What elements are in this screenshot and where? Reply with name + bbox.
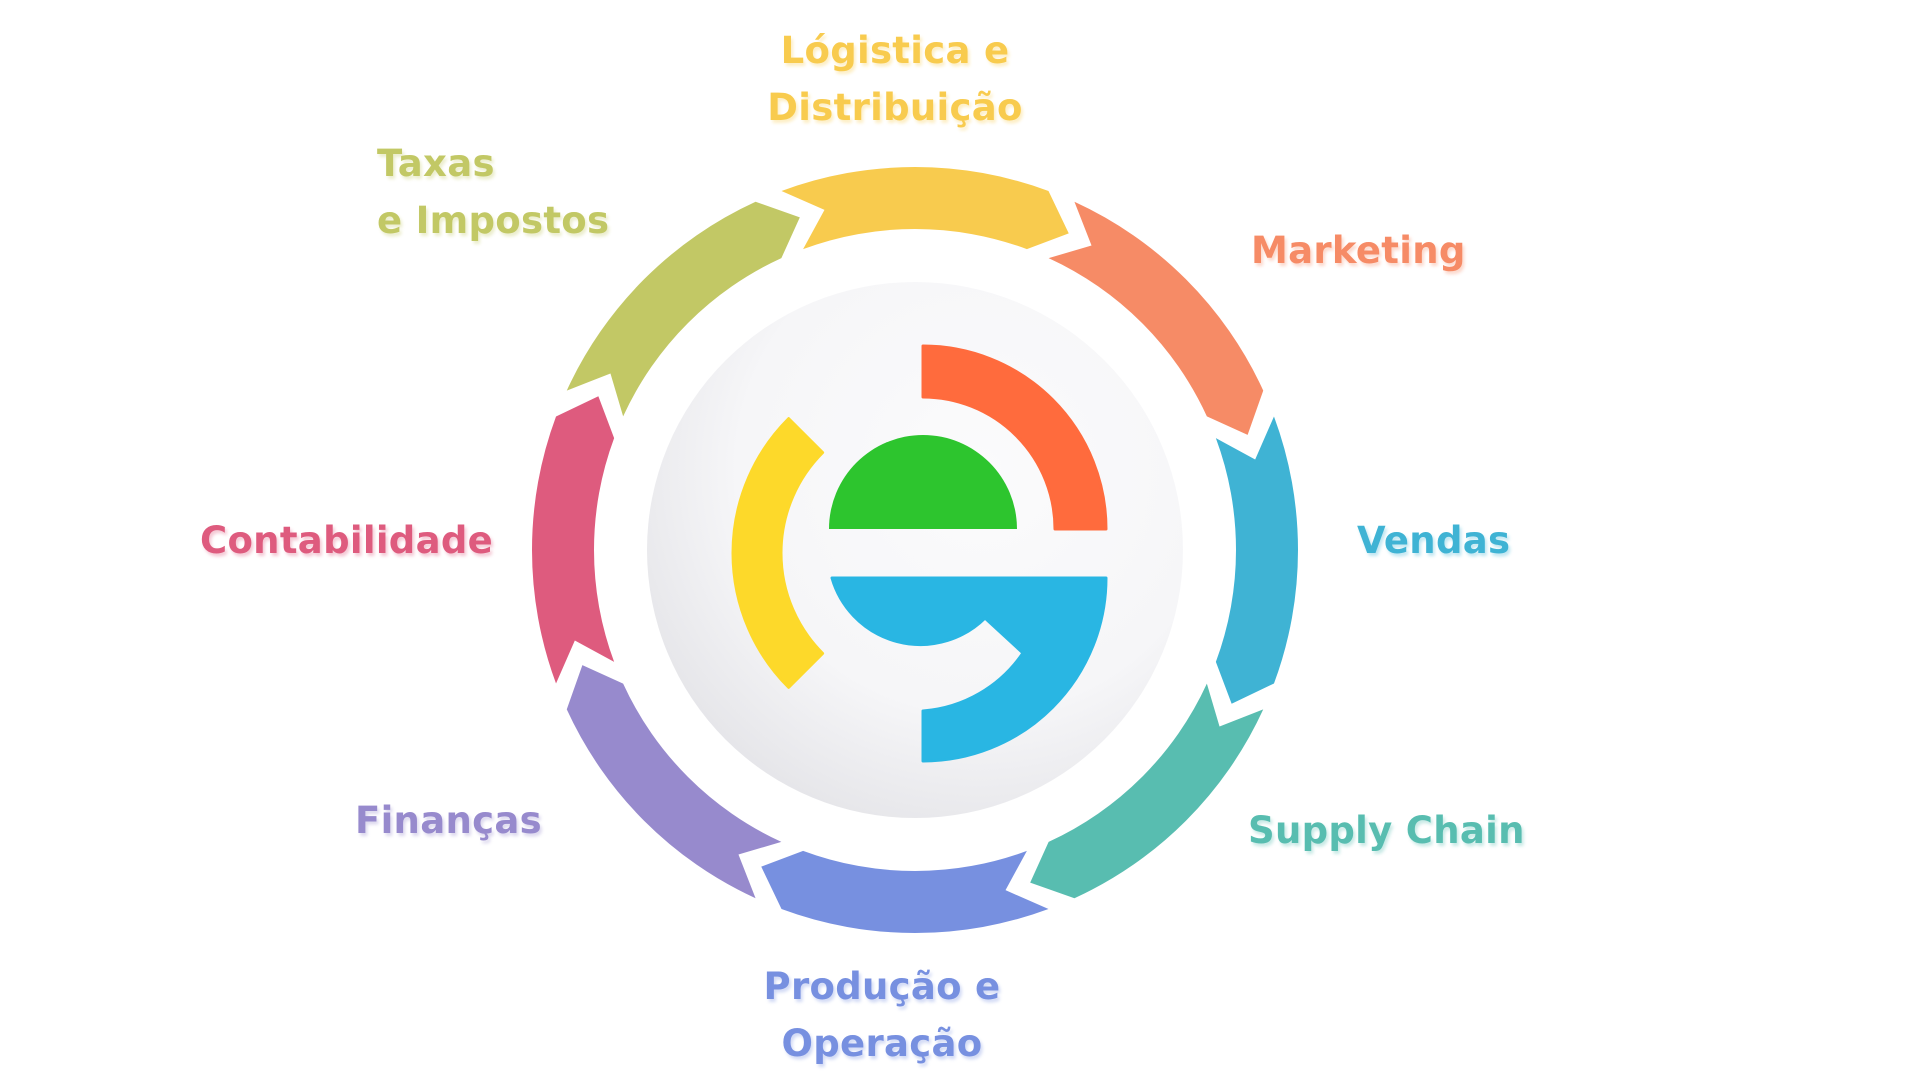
label-line: Lógistica e — [780, 29, 1010, 72]
label-line: Distribuição — [767, 86, 1023, 129]
segment-ring — [532, 167, 1298, 933]
segment-arrow-marketing — [1048, 201, 1264, 435]
label-marketing: Marketing — [1251, 222, 1466, 279]
center-disk — [647, 282, 1183, 818]
label-line: Taxas — [377, 142, 495, 185]
segment-arrow-logistica — [781, 167, 1069, 250]
label-vendas: Vendas — [1357, 512, 1510, 569]
segment-arrow-producao — [761, 850, 1049, 933]
logo-blue-hook — [830, 576, 1108, 763]
label-taxas: Taxas e Impostos — [377, 135, 609, 249]
label-line: e Impostos — [377, 199, 610, 242]
label-line: Finanças — [355, 799, 542, 842]
label-line: Marketing — [1251, 229, 1466, 272]
label-line: Supply Chain — [1248, 809, 1525, 852]
e-logo-icon — [731, 344, 1108, 763]
label-financas: Finanças — [355, 792, 542, 849]
label-line: Operação — [781, 1022, 983, 1065]
label-supply-chain: Supply Chain — [1248, 802, 1525, 859]
label-line: Vendas — [1357, 519, 1511, 562]
logo-green-half — [829, 435, 1017, 529]
label-producao: Produção e Operação — [712, 958, 1052, 1072]
label-line: Produção e — [763, 965, 1001, 1008]
logo-yellow-arc — [731, 417, 825, 689]
segment-arrow-contabilidade — [532, 396, 615, 684]
logo-orange-arc — [921, 344, 1108, 531]
segment-arrow-supply-chain — [1030, 683, 1264, 899]
label-logistica: Lógistica e Distribuição — [725, 22, 1065, 136]
segment-arrow-vendas — [1215, 416, 1298, 704]
segment-arrow-financas — [566, 665, 782, 899]
label-line: Contabilidade — [200, 519, 494, 562]
label-contabilidade: Contabilidade — [200, 512, 493, 569]
segment-arrow-taxas — [566, 201, 800, 417]
